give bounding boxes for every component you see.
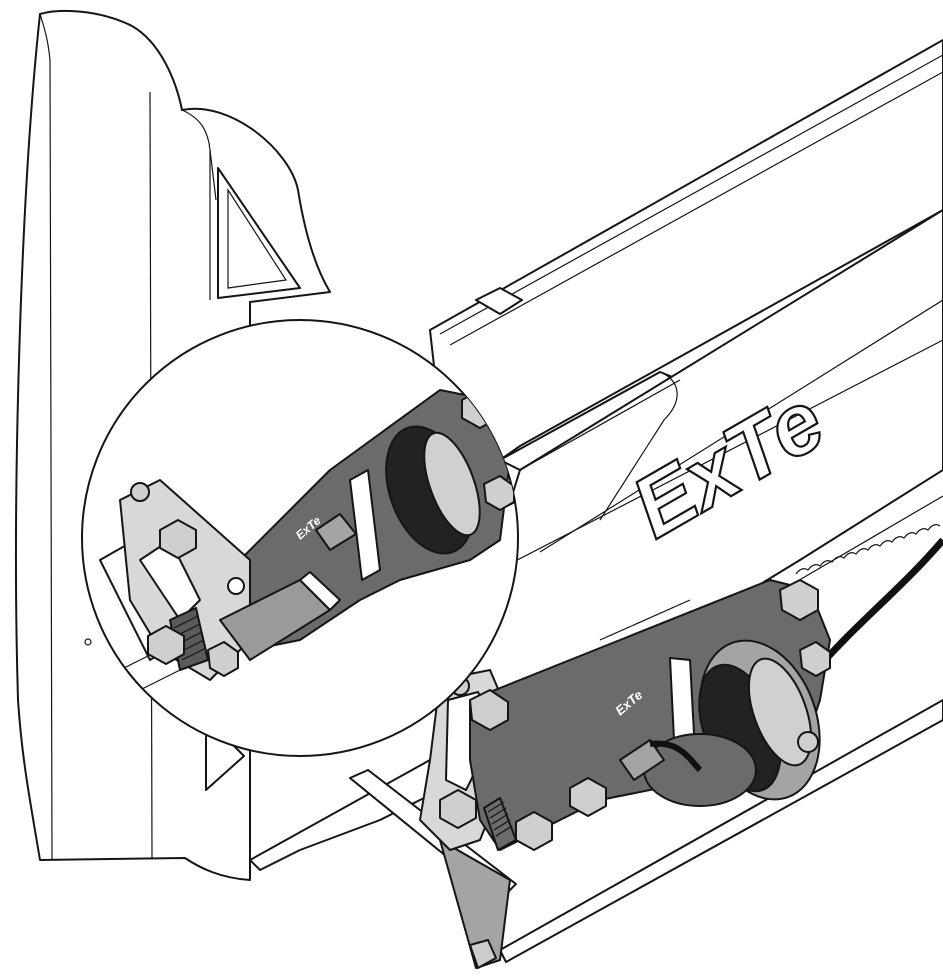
rack-teeth xyxy=(795,495,943,583)
hose-fitting xyxy=(619,739,703,781)
hex-bolt xyxy=(469,689,509,731)
triangle-cutout-upper xyxy=(217,167,301,299)
hex-bolt xyxy=(439,789,477,829)
hole-mark xyxy=(84,638,92,646)
cable xyxy=(815,537,943,671)
hex-bolt xyxy=(569,777,607,817)
carriage-assembly: ExTe xyxy=(349,579,943,969)
roller-wheel xyxy=(643,639,821,807)
round-bolt xyxy=(797,731,819,753)
spring xyxy=(483,797,517,851)
detail-callout: ExTe xyxy=(81,319,519,757)
hex-bolt xyxy=(779,579,819,621)
bottom-nut xyxy=(469,939,497,969)
hex-bolt xyxy=(799,641,831,677)
